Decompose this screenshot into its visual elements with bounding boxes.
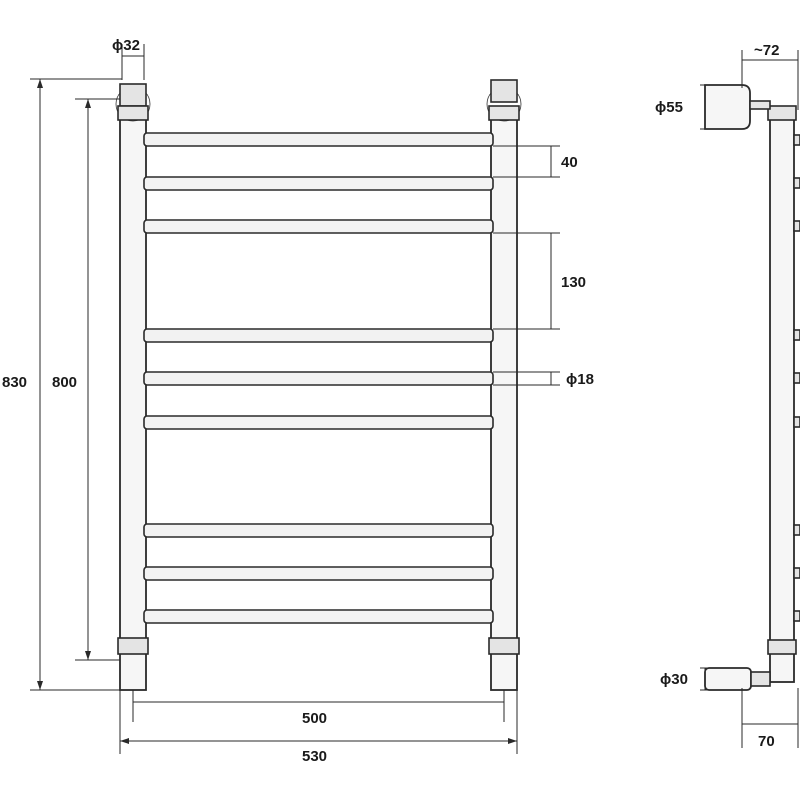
left-post [119,107,147,691]
bar-5 [143,371,494,386]
side-bottom-collar [767,639,797,655]
side-post [769,111,795,683]
bar-6 [143,415,494,430]
right-post [490,107,518,691]
total-height-label: 830 [2,374,27,391]
left-top-cap [119,83,147,107]
bar-4 [143,328,494,343]
total-width-label: 530 [302,748,327,765]
side-bottom-outlet [704,667,752,691]
bar-spacing-small-label: 40 [561,154,578,171]
side-mount-diameter-label: ϕ55 [655,99,683,116]
bar-3 [143,219,494,234]
side-wall-mount [704,84,751,130]
bar-7 [143,523,494,538]
right-bottom-collar [488,637,520,655]
bottom-depth-label: 70 [758,733,775,750]
front-view: ϕ32 830 800 40 130 ϕ18 500 [2,37,594,765]
bar-1 [143,132,494,147]
bar-spacing-large-label: 130 [561,274,586,291]
center-height-label: 800 [52,374,77,391]
side-bar-stubs [793,134,800,622]
right-top-cap [490,79,518,103]
bar-8 [143,566,494,581]
side-top-collar [767,105,797,121]
bar-2 [143,176,494,191]
wall-mount-depth-label: ~72 [754,42,779,59]
side-mount-arm [749,100,771,110]
bar-diameter-label: ϕ18 [566,371,594,388]
right-top-collar [488,105,520,121]
bars [143,132,494,624]
bar-9 [143,609,494,624]
left-bottom-collar [117,637,149,655]
mount-diameter-label: ϕ32 [112,37,140,54]
side-bottom-arm [750,671,771,687]
center-width-label: 500 [302,710,327,727]
side-view: ϕ55 ~72 ϕ30 70 [655,42,800,750]
bottom-outlet-diameter-label: ϕ30 [660,671,688,688]
left-top-collar [117,105,149,121]
